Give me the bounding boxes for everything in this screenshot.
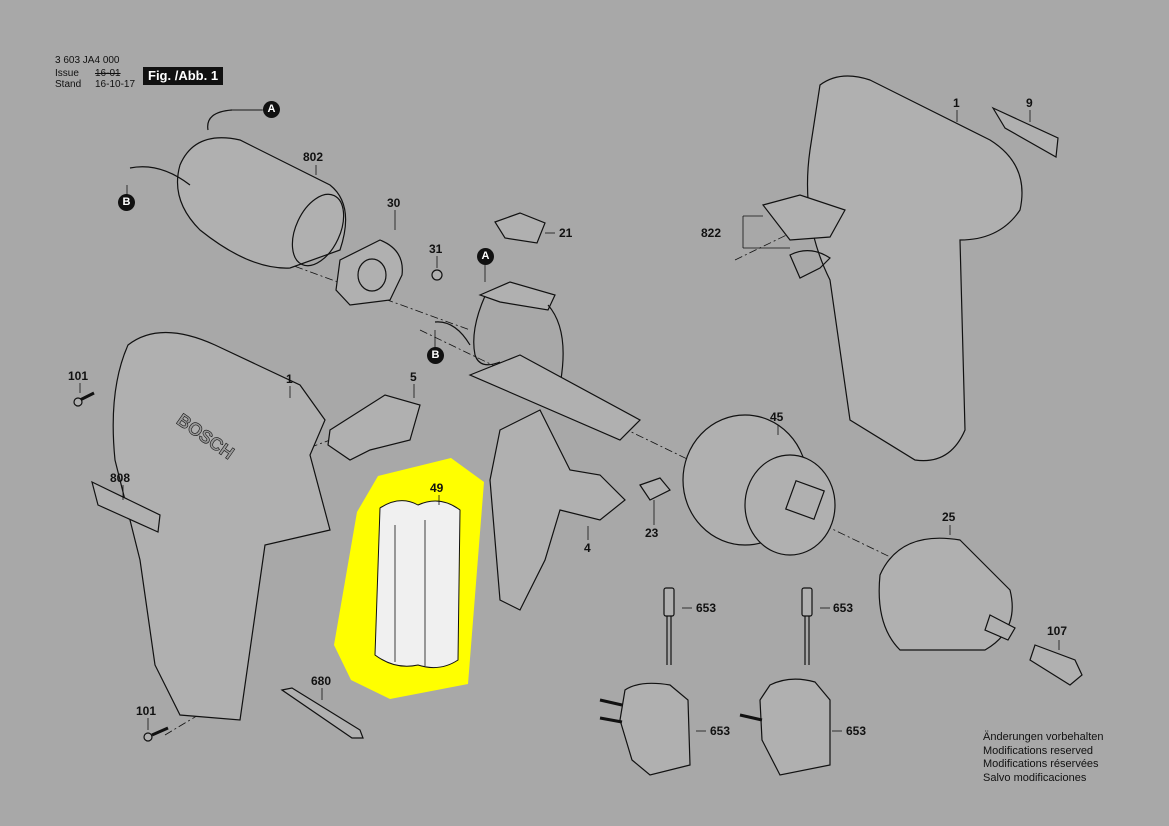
connector-callout-b-2: B bbox=[427, 347, 444, 364]
stand-label: Stand bbox=[55, 79, 82, 90]
part-label-9[interactable]: 9 bbox=[1026, 96, 1033, 110]
issue-value: 16-01 bbox=[95, 68, 121, 79]
part-label-653-charger-2[interactable]: 653 bbox=[846, 724, 867, 738]
part-label-45[interactable]: 45 bbox=[770, 410, 784, 424]
issue-label: Issue bbox=[55, 68, 79, 79]
note-line: Änderungen vorbehalten bbox=[983, 731, 1104, 743]
part-label-101-bottom[interactable]: 101 bbox=[136, 704, 157, 718]
connector-callout-a-2: A bbox=[477, 248, 494, 265]
part-label-23[interactable]: 23 bbox=[645, 526, 659, 540]
note-line: Modifications reserved bbox=[983, 744, 1094, 757]
part-label-1-right[interactable]: 1 bbox=[953, 96, 960, 110]
modification-notes: Änderungen vorbehalten Modifications res… bbox=[983, 731, 1103, 785]
motor-icon bbox=[129, 109, 347, 269]
part-label-25[interactable]: 25 bbox=[942, 510, 956, 524]
part-number: 3 603 JA4 000 bbox=[55, 55, 120, 66]
connector-callout-b: B bbox=[118, 194, 135, 211]
part-label-21[interactable]: 21 bbox=[559, 226, 573, 240]
battery-highlight bbox=[334, 458, 484, 699]
part-label-107[interactable]: 107 bbox=[1047, 624, 1068, 638]
part-label-30[interactable]: 30 bbox=[387, 196, 401, 210]
part-label-31[interactable]: 31 bbox=[429, 242, 443, 256]
part-label-680[interactable]: 680 bbox=[311, 674, 332, 688]
part-label-822[interactable]: 822 bbox=[701, 226, 722, 240]
part-label-49[interactable]: 49 bbox=[430, 481, 444, 495]
note-line: Modifications réservées bbox=[983, 758, 1099, 770]
connector-callout-a: A bbox=[263, 101, 280, 118]
figure-label: Fig. /Abb. 1 bbox=[143, 67, 224, 85]
part-label-101-top[interactable]: 101 bbox=[68, 369, 89, 383]
part-label-653-plug-2[interactable]: 653 bbox=[833, 601, 854, 615]
part-label-1-left[interactable]: 1 bbox=[286, 372, 293, 386]
note-line: Salvo modificaciones bbox=[983, 771, 1087, 784]
stand-value: 16-10-17 bbox=[95, 79, 136, 90]
part-label-653-charger-1[interactable]: 653 bbox=[710, 724, 731, 738]
part-label-802[interactable]: 802 bbox=[303, 150, 324, 164]
part-label-5[interactable]: 5 bbox=[410, 370, 417, 384]
part-label-653-plug-1[interactable]: 653 bbox=[696, 601, 717, 615]
part-label-808[interactable]: 808 bbox=[110, 471, 131, 485]
part-label-4[interactable]: 4 bbox=[584, 541, 591, 555]
